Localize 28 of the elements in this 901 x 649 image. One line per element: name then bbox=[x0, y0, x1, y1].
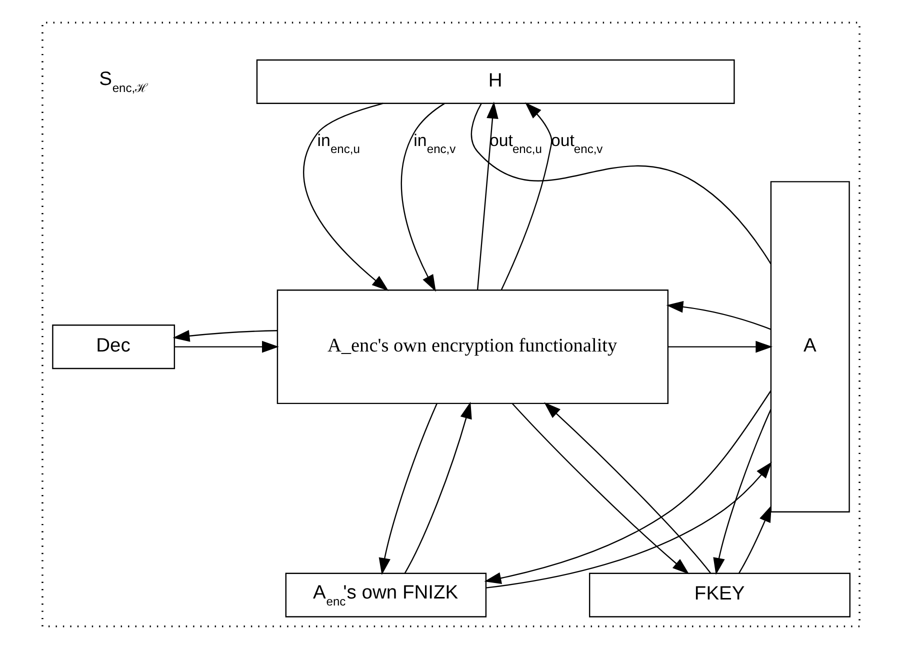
node-box: A$_{enc}$'s own FNIZK bbox=[284, 572, 486, 618]
edge-label: in$_{enc,u}$ bbox=[316, 130, 360, 156]
node-box: A_enc's own encryption functionality bbox=[276, 290, 668, 404]
arrow bbox=[738, 505, 772, 574]
label: S$_{enc,ℋ}$ bbox=[98, 69, 148, 96]
arrow bbox=[302, 102, 388, 292]
arrow bbox=[400, 103, 444, 292]
arrow bbox=[511, 403, 689, 574]
node-box: H bbox=[256, 59, 734, 104]
arrow bbox=[476, 102, 498, 290]
arrow bbox=[484, 390, 771, 584]
arrow bbox=[404, 402, 472, 574]
arrow bbox=[378, 403, 437, 575]
node-box: FKEY bbox=[588, 572, 850, 618]
arrow bbox=[712, 409, 771, 575]
node-box: Dec bbox=[52, 324, 175, 370]
connector bbox=[470, 103, 771, 264]
arrow bbox=[486, 462, 772, 588]
arrow bbox=[172, 330, 277, 342]
edge-label: out$_{enc,v}$ bbox=[550, 130, 602, 156]
edge-label: in$_{enc,v}$ bbox=[413, 130, 456, 156]
arrow bbox=[666, 301, 770, 330]
node-box: A bbox=[770, 181, 850, 512]
arrow bbox=[668, 340, 772, 353]
arrow bbox=[174, 340, 278, 353]
cluster bbox=[41, 22, 860, 628]
arrow bbox=[544, 402, 711, 574]
arrow bbox=[500, 102, 552, 290]
